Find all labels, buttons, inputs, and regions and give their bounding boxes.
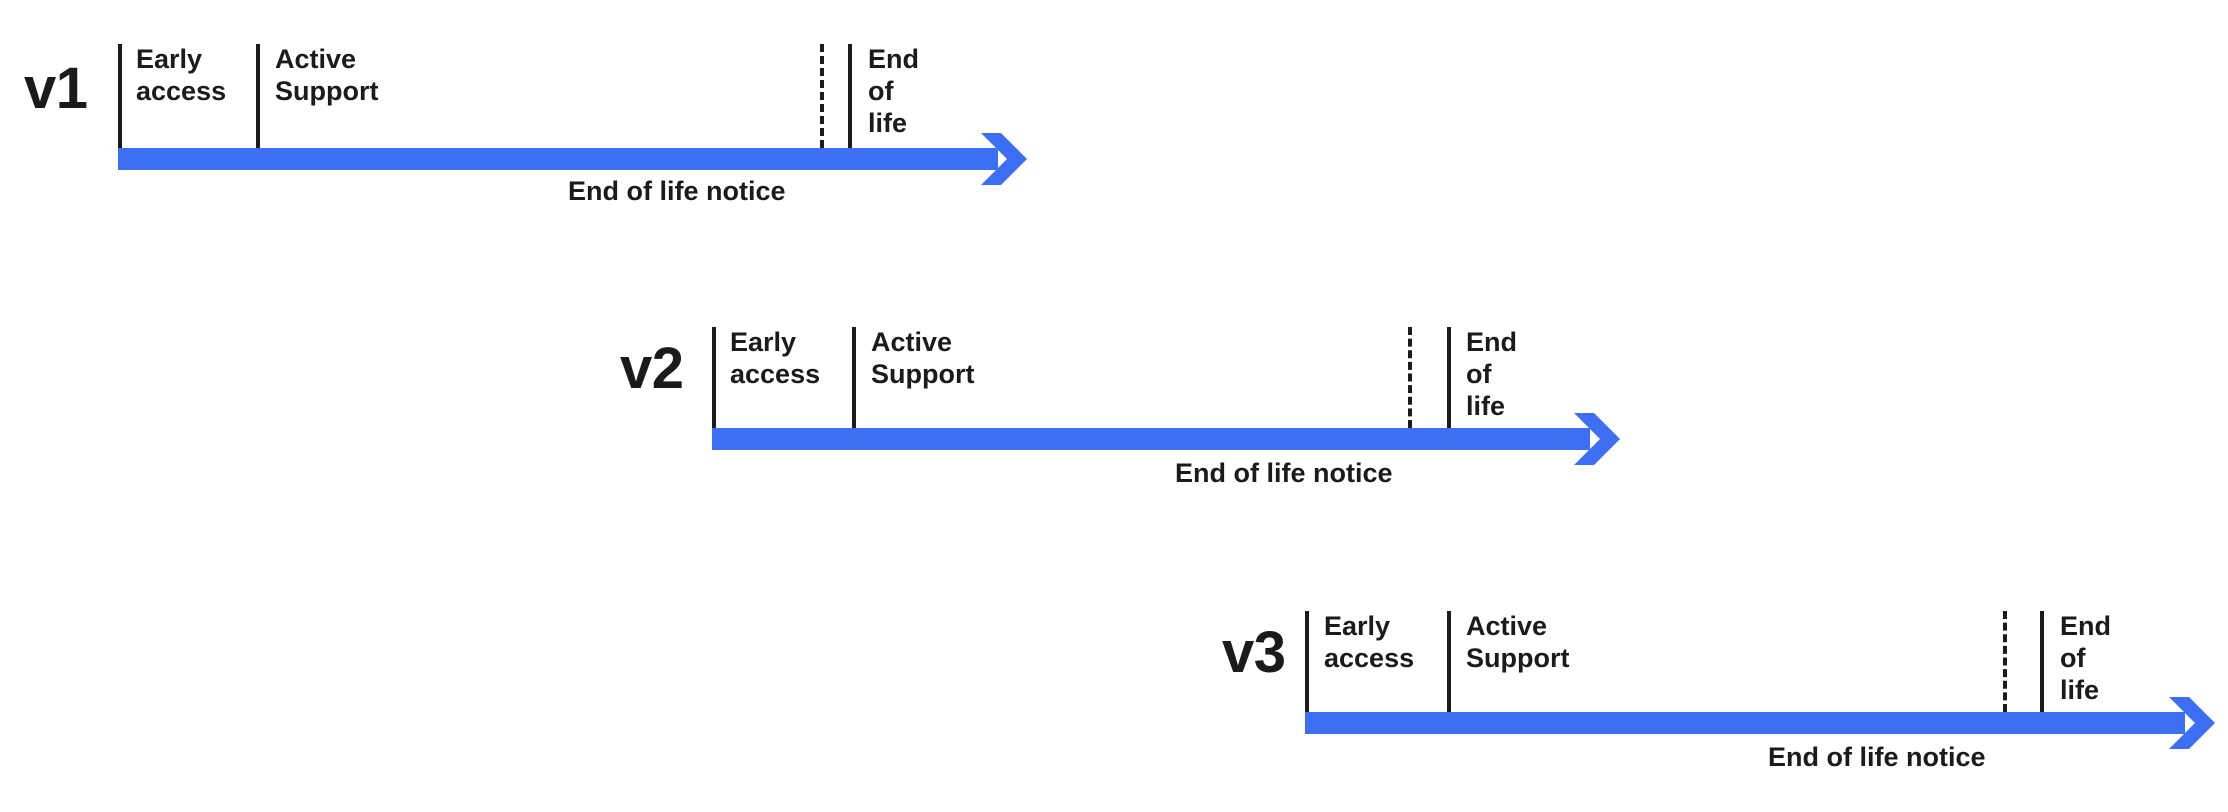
timeline-arrow-shaft-v1 [118,148,998,170]
tick-active-support-v3 [1447,611,1451,712]
tick-start-v2 [712,327,716,428]
timeline-arrow-shaft-v2 [712,428,1590,450]
phase-label-end-of-life-v1: End of life [868,44,919,138]
notice-label-v2: End of life notice [1175,458,1393,488]
tick-dashed-eol-notice-v2 [1408,327,1412,428]
tick-start-v1 [118,44,122,148]
timeline-arrow-head-v3 [2163,697,2227,749]
timeline-arrow-shaft-v3 [1305,712,2185,734]
tick-end-of-life-v3 [2040,611,2044,712]
phase-label-early-access-v2: Early access [730,327,821,389]
timeline-arrow-head-v2 [1568,413,1632,465]
tick-start-v3 [1305,611,1309,712]
phase-label-end-of-life-v3: End of life [2060,611,2111,705]
notice-label-v3: End of life notice [1768,742,1986,772]
version-label-v2: v2 [620,336,684,401]
version-label-v3: v3 [1222,620,1286,685]
phase-label-early-access-v1: Early access [136,44,227,106]
phase-label-end-of-life-v2: End of life [1466,327,1517,421]
timeline-arrow-head-v1 [975,133,1039,185]
tick-end-of-life-v1 [848,44,852,148]
tick-dashed-eol-notice-v3 [2003,611,2007,712]
tick-active-support-v2 [852,327,856,428]
notice-label-v1: End of life notice [568,176,786,206]
phase-label-active-support-v2: Active Support [871,327,975,389]
tick-active-support-v1 [256,44,260,148]
phase-label-active-support-v1: Active Support [275,44,379,106]
tick-dashed-eol-notice-v1 [820,44,824,148]
phase-label-early-access-v3: Early access [1324,611,1415,673]
version-label-v1: v1 [24,56,88,121]
phase-label-active-support-v3: Active Support [1466,611,1570,673]
tick-end-of-life-v2 [1447,327,1451,428]
